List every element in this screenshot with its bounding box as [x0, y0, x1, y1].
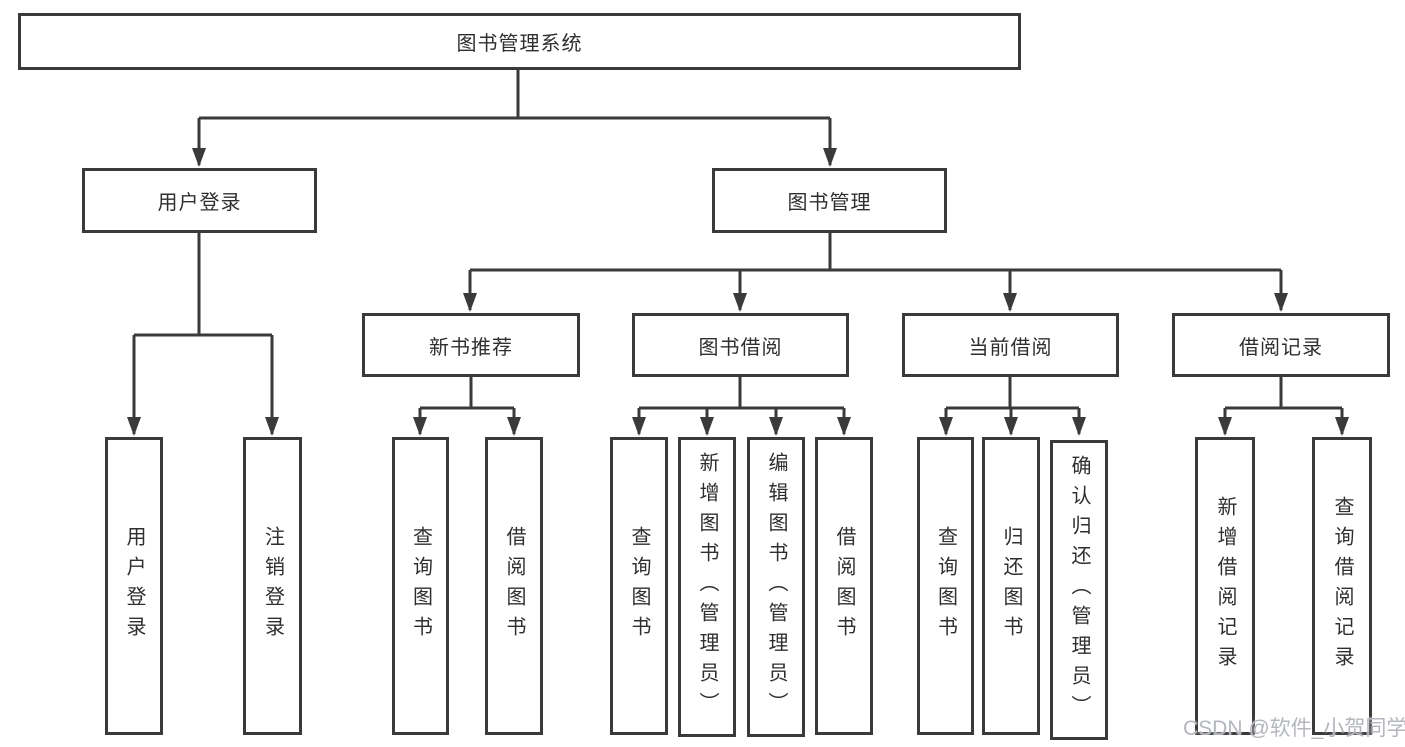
leaf-borrow-books: 借阅图书 [815, 437, 873, 735]
leaf-add-borrow-record-label: 新增借阅记录 [1214, 496, 1236, 676]
connector-borrow-records-children [1218, 377, 1349, 436]
leaf-return-book-label: 归还图书 [1000, 526, 1022, 646]
leaf-return-book: 归还图书 [982, 437, 1040, 735]
leaf-edit-book-admin-label: 编辑图书（管理员） [765, 452, 787, 722]
leaf-add-borrow-record: 新增借阅记录 [1195, 437, 1255, 735]
leaf-add-book-admin: 新增图书（管理员） [678, 437, 736, 737]
connector-user-login-children [127, 233, 279, 436]
leaf-borrow-books-recommend-label: 借阅图书 [503, 526, 525, 646]
connector-book-borrow-children [632, 377, 851, 436]
leaf-add-book-admin-label: 新增图书（管理员） [696, 452, 718, 722]
leaf-query-books-recommend-label: 查询图书 [409, 526, 432, 646]
leaf-query-books-borrow-label: 查询图书 [628, 526, 650, 646]
leaf-borrow-books-recommend: 借阅图书 [485, 437, 543, 735]
leaf-logout: 注销登录 [243, 437, 302, 735]
node-book-borrow: 图书借阅 [632, 313, 849, 377]
leaf-query-books-current-label: 查询图书 [934, 526, 957, 646]
node-borrow-records: 借阅记录 [1172, 313, 1390, 377]
connector-new-book-recommend-children [413, 377, 521, 436]
leaf-query-borrow-record-label: 查询借阅记录 [1331, 496, 1353, 676]
node-root: 图书管理系统 [18, 13, 1021, 70]
leaf-logout-label: 注销登录 [261, 526, 284, 646]
node-new-book-recommend: 新书推荐 [362, 313, 580, 377]
leaf-user-login-label: 用户登录 [123, 526, 145, 646]
leaf-query-books-current: 查询图书 [917, 437, 974, 735]
leaf-borrow-books-label: 借阅图书 [833, 526, 855, 646]
leaf-query-books-borrow: 查询图书 [610, 437, 668, 735]
leaf-confirm-return-admin: 确认归还（管理员） [1050, 440, 1108, 740]
csdn-watermark: CSDN @软件_小贺同学 [1183, 717, 1405, 740]
connector-root-to-level2 [192, 70, 837, 167]
leaf-user-login: 用户登录 [105, 437, 163, 735]
node-user-login: 用户登录 [82, 168, 317, 233]
leaf-edit-book-admin: 编辑图书（管理员） [747, 437, 805, 737]
connector-current-borrow-children [939, 377, 1086, 436]
leaf-query-books-recommend: 查询图书 [392, 437, 449, 735]
node-book-management: 图书管理 [712, 168, 947, 233]
leaf-confirm-return-admin-label: 确认归还（管理员） [1068, 455, 1090, 725]
node-current-borrow: 当前借阅 [902, 313, 1119, 377]
leaf-query-borrow-record: 查询借阅记录 [1312, 437, 1372, 735]
connector-book-management-children [463, 233, 1288, 312]
